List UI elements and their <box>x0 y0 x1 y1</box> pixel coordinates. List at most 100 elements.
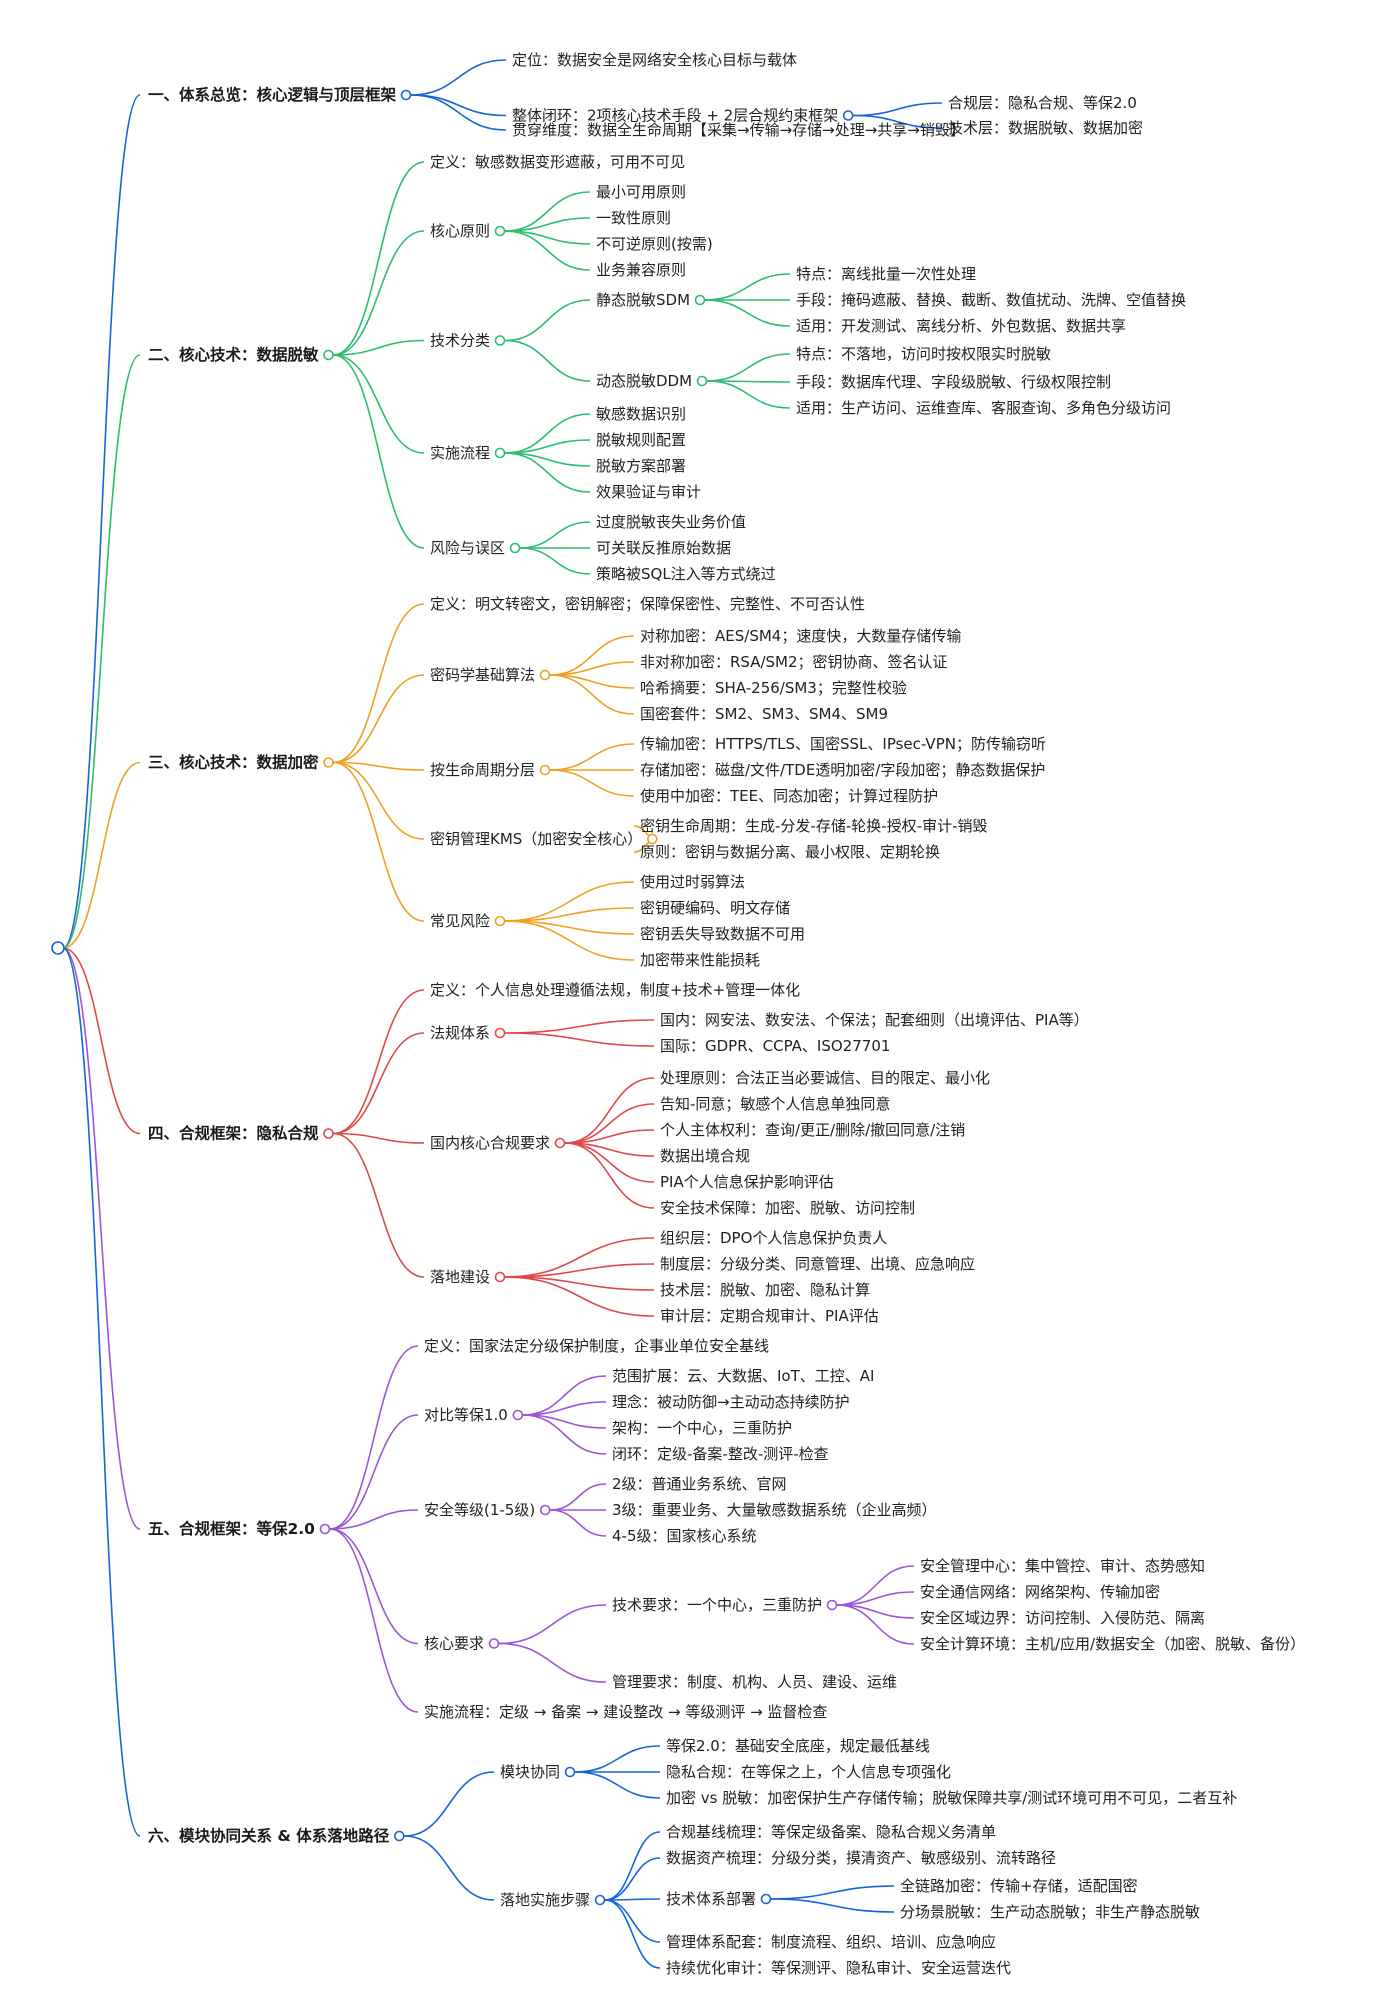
branch-node-label[interactable]: 效果验证与审计 <box>596 483 701 501</box>
branch-node-label[interactable]: 敏感数据识别 <box>596 405 686 423</box>
branch-node-label[interactable]: 合规层：隐私合规、等保2.0 <box>948 94 1137 112</box>
node-toggle-dot[interactable] <box>694 294 706 306</box>
branch-node-label[interactable]: 定义：国家法定分级保护制度，企事业单位安全基线 <box>424 1337 769 1355</box>
node-toggle-dot[interactable] <box>539 1504 551 1516</box>
section-node-label[interactable]: 一、体系总览：核心逻辑与顶层框架 <box>148 85 397 104</box>
branch-node-label[interactable]: 组织层：DPO个人信息保护负责人 <box>660 1229 887 1247</box>
branch-node-label[interactable]: 非对称加密：RSA/SM2；密钥协商、签名认证 <box>640 653 948 671</box>
branch-node-label[interactable]: 加密 vs 脱敏：加密保护生产存储传输；脱敏保障共享/测试环境可用不可见，二者互… <box>666 1789 1237 1807</box>
branch-node-label[interactable]: 按生命周期分层 <box>430 761 535 779</box>
node-toggle-dot[interactable] <box>400 89 412 101</box>
branch-node-label[interactable]: 技术分类 <box>430 332 490 350</box>
branch-node-label[interactable]: 核心要求 <box>424 1635 484 1653</box>
branch-node-label[interactable]: 原则：密钥与数据分离、最小权限、定期轮换 <box>640 843 940 861</box>
node-toggle-dot[interactable] <box>696 375 708 387</box>
branch-node-label[interactable]: 定义：明文转密文，密钥解密；保障保密性、完整性、不可否认性 <box>430 595 865 613</box>
node-toggle-dot[interactable] <box>494 1271 506 1283</box>
section-node-label[interactable]: 二、核心技术：数据脱敏 <box>148 345 319 364</box>
branch-node-label[interactable]: 对称加密：AES/SM4；速度快，大数量存储传输 <box>640 627 961 645</box>
branch-node-label[interactable]: 密钥管理KMS（加密安全核心） <box>430 830 642 848</box>
branch-node-label[interactable]: 哈希摘要：SHA-256/SM3；完整性校验 <box>640 679 907 697</box>
node-toggle-dot[interactable] <box>319 1523 331 1535</box>
branch-node-label[interactable]: 技术层：数据脱敏、数据加密 <box>948 119 1143 137</box>
branch-node-label[interactable]: 特点：离线批量一次性处理 <box>796 265 976 283</box>
node-toggle-dot[interactable] <box>842 110 854 121</box>
node-toggle-dot[interactable] <box>494 447 506 459</box>
branch-node-label[interactable]: 落地实施步骤 <box>500 1891 590 1909</box>
branch-node-label[interactable]: 数据资产梳理：分级分类，摸清资产、敏感级别、流转路径 <box>666 1849 1056 1867</box>
branch-node-label[interactable]: 落地建设 <box>430 1268 490 1286</box>
branch-node-label[interactable]: 对比等保1.0 <box>424 1406 508 1424</box>
branch-node-label[interactable]: 安全计算环境：主机/应用/数据安全（加密、脱敏、备份） <box>920 1635 1305 1653</box>
branch-node-label[interactable]: 安全管理中心：集中管控、审计、态势感知 <box>920 1557 1205 1575</box>
node-toggle-dot[interactable] <box>760 1893 772 1905</box>
branch-node-label[interactable]: 国际：GDPR、CCPA、ISO27701 <box>660 1037 890 1055</box>
node-toggle-dot[interactable] <box>494 915 506 927</box>
branch-node-label[interactable]: 安全区域边界：访问控制、入侵防范、隔离 <box>920 1609 1205 1627</box>
node-toggle-dot[interactable] <box>323 757 334 768</box>
branch-node-label[interactable]: 使用过时弱算法 <box>640 873 745 891</box>
root-node-dot[interactable] <box>51 941 65 955</box>
branch-node-label[interactable]: 3级：重要业务、大量敏感数据系统（企业高频） <box>612 1501 937 1519</box>
section-node-label[interactable]: 五、合规框架：等保2.0 <box>148 1519 315 1538</box>
node-toggle-dot[interactable] <box>494 335 506 346</box>
branch-node-label[interactable]: 适用：生产访问、运维查库、客服查询、多角色分级访问 <box>796 399 1171 417</box>
branch-node-label[interactable]: 制度层：分级分类、同意管理、出境、应急响应 <box>660 1255 975 1273</box>
branch-node-label[interactable]: 可关联反推原始数据 <box>596 539 731 557</box>
branch-node-label[interactable]: 2级：普通业务系统、官网 <box>612 1475 787 1493</box>
branch-node-label[interactable]: 法规体系 <box>430 1024 490 1042</box>
branch-node-label[interactable]: 安全等级(1-5级) <box>424 1501 535 1519</box>
branch-node-label[interactable]: 实施流程 <box>430 444 490 462</box>
branch-node-label[interactable]: 传输加密：HTTPS/TLS、国密SSL、IPsec-VPN；防传输窃听 <box>640 735 1046 753</box>
node-toggle-dot[interactable] <box>554 1137 566 1149</box>
branch-node-label[interactable]: 手段：数据库代理、字段级脱敏、行级权限控制 <box>796 373 1111 391</box>
branch-node-label[interactable]: 脱敏方案部署 <box>596 457 686 475</box>
branch-node-label[interactable]: 存储加密：磁盘/文件/TDE透明加密/字段加密；静态数据保护 <box>640 761 1045 779</box>
branch-node-label[interactable]: 安全技术保障：加密、脱敏、访问控制 <box>660 1199 915 1217</box>
branch-node-label[interactable]: 定义：个人信息处理遵循法规，制度+技术+管理一体化 <box>430 981 800 999</box>
branch-node-label[interactable]: 贯穿维度：数据全生命周期【采集→传输→存储→处理→共享→销毁】 <box>512 121 965 139</box>
branch-node-label[interactable]: 技术体系部署 <box>666 1890 756 1908</box>
branch-node-label[interactable]: 理念：被动防御→主动动态持续防护 <box>612 1393 850 1411</box>
branch-node-label[interactable]: 告知-同意；敏感个人信息单独同意 <box>660 1095 890 1113</box>
node-toggle-dot[interactable] <box>512 1409 524 1421</box>
branch-node-label[interactable]: 业务兼容原则 <box>596 261 686 279</box>
branch-node-label[interactable]: 技术层：脱敏、加密、隐私计算 <box>660 1281 870 1299</box>
branch-node-label[interactable]: 架构：一个中心，三重防护 <box>612 1419 792 1437</box>
branch-node-label[interactable]: 持续优化审计：等保测评、隐私审计、安全运营迭代 <box>666 1959 1011 1977</box>
section-node-label[interactable]: 六、模块协同关系 & 体系落地路径 <box>148 1826 390 1845</box>
branch-node-label[interactable]: 合规基线梳理：等保定级备案、隐私合规义务清单 <box>666 1823 996 1841</box>
node-toggle-dot[interactable] <box>647 833 658 845</box>
branch-node-label[interactable]: 国内：网安法、数安法、个保法；配套细则（出境评估、PIA等） <box>660 1011 1089 1029</box>
branch-node-label[interactable]: 密钥丢失导致数据不可用 <box>640 925 805 943</box>
branch-node-label[interactable]: 密钥生命周期：生成-分发-存储-轮换-授权-审计-销毁 <box>640 817 987 835</box>
branch-node-label[interactable]: 隐私合规：在等保之上，个人信息专项强化 <box>666 1763 951 1781</box>
branch-node-label[interactable]: 密钥硬编码、明文存储 <box>640 899 790 917</box>
branch-node-label[interactable]: 密码学基础算法 <box>430 666 535 684</box>
branch-node-label[interactable]: 静态脱敏SDM <box>596 291 690 309</box>
branch-node-label[interactable]: 范围扩展：云、大数据、IoT、工控、AI <box>612 1367 874 1385</box>
branch-node-label[interactable]: PIA个人信息保护影响评估 <box>660 1173 834 1191</box>
node-toggle-dot[interactable] <box>564 1766 576 1778</box>
node-toggle-dot[interactable] <box>488 1638 500 1649</box>
branch-node-label[interactable]: 定义：敏感数据变形遮蔽，可用不可见 <box>430 153 685 171</box>
node-toggle-dot[interactable] <box>826 1599 838 1611</box>
branch-node-label[interactable]: 整体闭环：2项核心技术手段 + 2层合规约束框架 <box>512 107 838 125</box>
branch-node-label[interactable]: 安全通信网络：网络架构、传输加密 <box>920 1583 1160 1601</box>
branch-node-label[interactable]: 核心原则 <box>430 222 490 240</box>
branch-node-label[interactable]: 使用中加密：TEE、同态加密；计算过程防护 <box>640 787 938 805</box>
branch-node-label[interactable]: 数据出境合规 <box>660 1147 750 1165</box>
branch-node-label[interactable]: 分场景脱敏：生产动态脱敏；非生产静态脱敏 <box>900 1903 1200 1921</box>
node-toggle-dot[interactable] <box>494 1027 506 1039</box>
node-toggle-dot[interactable] <box>323 349 334 361</box>
branch-node-label[interactable]: 风险与误区 <box>430 539 505 557</box>
branch-node-label[interactable]: 最小可用原则 <box>596 183 686 201</box>
branch-node-label[interactable]: 实施流程：定级 → 备案 → 建设整改 → 等级测评 → 监督检查 <box>424 1703 827 1721</box>
branch-node-label[interactable]: 动态脱敏DDM <box>596 372 692 390</box>
branch-node-label[interactable]: 定位：数据安全是网络安全核心目标与载体 <box>512 51 797 69</box>
branch-node-label[interactable]: 闭环：定级-备案-整改-测评-检查 <box>612 1445 829 1463</box>
branch-node-label[interactable]: 策略被SQL注入等方式绕过 <box>596 565 776 583</box>
branch-node-label[interactable]: 全链路加密：传输+存储，适配国密 <box>900 1877 1138 1895</box>
section-node-label[interactable]: 四、合规框架：隐私合规 <box>148 1124 319 1143</box>
branch-node-label[interactable]: 模块协同 <box>500 1763 560 1781</box>
